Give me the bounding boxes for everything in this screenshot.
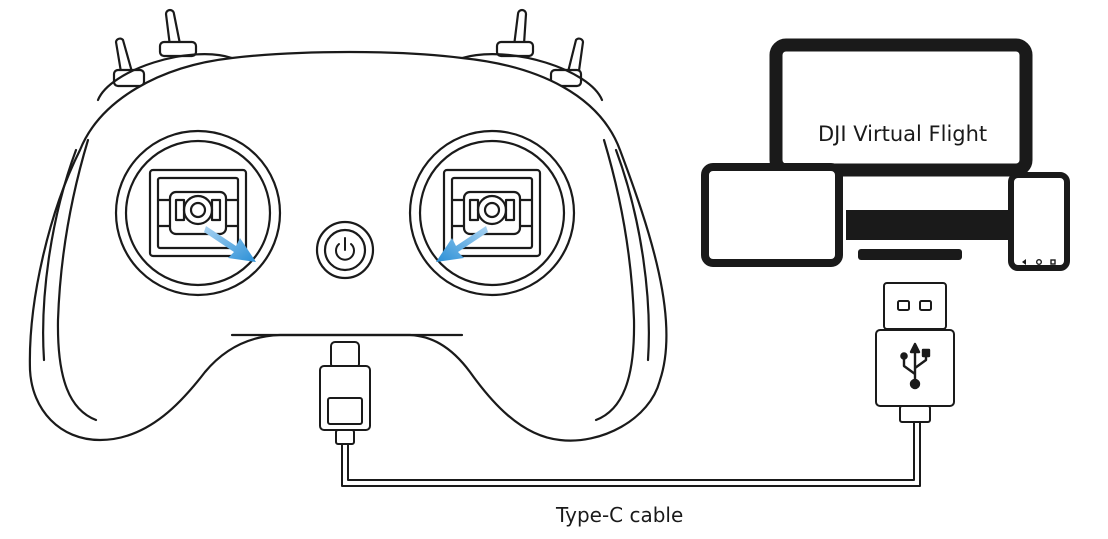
- laptop-screen: [769, 38, 1033, 177]
- usb-icon: [900, 342, 931, 390]
- left-shoulder: [96, 53, 234, 102]
- phone-back-icon: [1022, 259, 1026, 265]
- left-stick: [114, 129, 282, 297]
- power-icon: [335, 237, 355, 261]
- phone-home-icon: [1035, 259, 1042, 266]
- laptop-base: [846, 210, 1008, 240]
- right-shoulder: [460, 53, 604, 102]
- power-button: [315, 220, 375, 280]
- usb-a-plug: [875, 282, 955, 423]
- tablet: [701, 163, 843, 267]
- phone-recent-icon: [1050, 259, 1056, 265]
- right-stick: [408, 129, 576, 297]
- type-c-cable: [319, 341, 921, 487]
- arrow-down-right-icon: [204, 226, 256, 262]
- type-c-tip: [330, 341, 360, 369]
- phone: [1008, 172, 1070, 271]
- remote-controller: [28, 8, 668, 442]
- left-toggle-switches: [112, 8, 198, 88]
- monitor-screen-text: DJI Virtual Flight: [818, 122, 988, 146]
- laptop: [769, 38, 1033, 260]
- cable-label: Type-C cable: [556, 503, 684, 527]
- arrow-down-left-icon: [436, 226, 488, 262]
- controller-body: [28, 50, 668, 442]
